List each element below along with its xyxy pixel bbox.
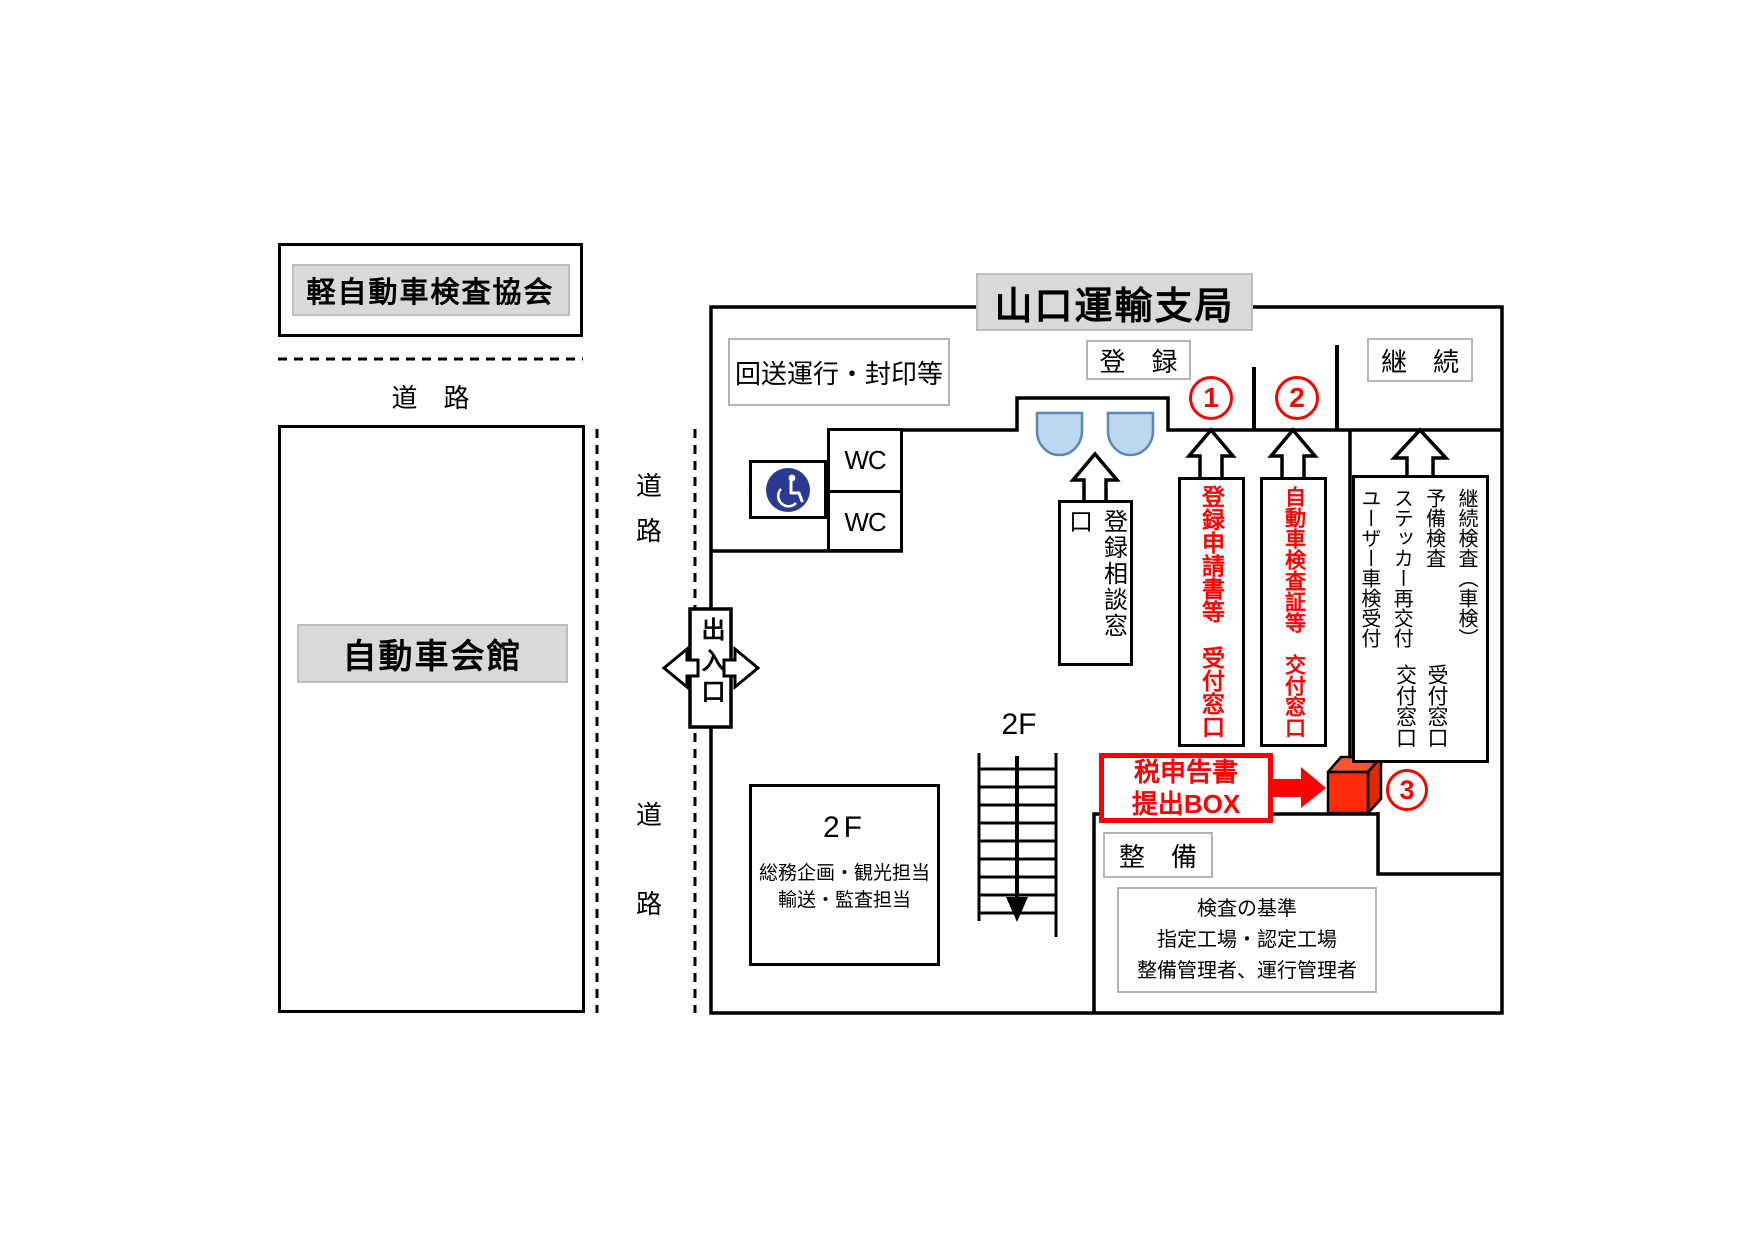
accessible-toilet-room — [749, 460, 827, 519]
office-2f-departments: 総務企画・観光担当 輸送・監査担当 — [758, 863, 930, 911]
office-2f-floor-label: 2F — [822, 811, 866, 844]
wheelchair-icon — [766, 467, 810, 512]
up-arrow-icon — [1069, 451, 1121, 504]
road-label-horizontal: 道 路 — [391, 383, 470, 413]
stairs-floor-label: 2F — [1001, 708, 1037, 741]
up-arrow-icon — [1267, 427, 1319, 481]
road-label-vertical: 道 — [635, 471, 662, 501]
kaikan-building: 自動車会館 — [278, 425, 585, 1013]
window3-counters: 受付窓口 交付窓口 — [1393, 664, 1449, 748]
circled-number-1: 1 — [1189, 376, 1233, 420]
window1-label: 登録申請書等 受付窓口 — [1198, 485, 1225, 738]
kensa-info-box: 検査の基準 指定工場・認定工場 整備管理者、運行管理者 — [1117, 887, 1377, 993]
window1-box: 登録申請書等 受付窓口 — [1178, 477, 1245, 747]
up-arrow-icon — [1389, 427, 1451, 479]
maintenance-area-wall — [1092, 812, 1378, 1013]
stairs — [977, 753, 1058, 937]
step-wall — [1376, 812, 1502, 876]
touroku-section-label: 登 録 — [1086, 340, 1191, 380]
kaikan-label: 自動車会館 — [297, 624, 568, 683]
red-arrow-icon — [1272, 767, 1326, 808]
left-arrow-icon — [661, 645, 700, 691]
window3-services: 継続検査（車検） 予備検査 ステッカー再交付 ユーザー車検受付 — [1357, 488, 1477, 648]
road-label-vertical: 道 — [635, 800, 662, 830]
road-label-vertical: 路 — [635, 516, 662, 546]
circled-number-2: 2 — [1275, 376, 1319, 420]
soudan-window-label: 登録相談窓口 — [1064, 509, 1127, 639]
building-title: 山口運輸支局 — [976, 273, 1253, 331]
office-2f-box: 2F 総務企画・観光担当 輸送・監査担当 — [749, 784, 940, 966]
stool-icon — [1035, 411, 1084, 457]
building-outline-wall — [709, 305, 1504, 1015]
entrance-label-box: 出入口 — [690, 609, 731, 727]
tax-box-3d-icon — [1326, 755, 1383, 815]
wc-block: WC WC — [827, 428, 903, 552]
circled-number-3: 3 — [1386, 769, 1428, 811]
window3-box: 継続検査（車検） 予備検査 ステッカー再交付 ユーザー車検受付 受付窓口 交付窓… — [1352, 475, 1489, 763]
down-arrow-icon — [1006, 897, 1028, 922]
soudan-window-box: 登録相談窓口 — [1058, 500, 1133, 666]
kaiso-counter-label: 回送運行・封印等 — [728, 338, 950, 406]
stool-icon — [1106, 411, 1155, 457]
seibi-section-label: 整 備 — [1103, 832, 1213, 878]
right-arrow-icon — [722, 645, 761, 691]
entrance-label: 出入口 — [697, 617, 724, 710]
kei-kyokai-building: 軽自動車検査協会 — [278, 243, 583, 337]
wc-room: WC — [830, 431, 900, 493]
window2-box: 自動車検査証等 交付窓口 — [1260, 477, 1327, 747]
counter-wall — [903, 396, 1502, 432]
up-arrow-icon — [1185, 427, 1237, 481]
keizoku-section-label: 継 続 — [1367, 338, 1473, 382]
road-label-vertical: 路 — [635, 889, 662, 919]
wc-room: WC — [844, 507, 886, 537]
kei-kyokai-label: 軽自動車検査協会 — [291, 264, 570, 316]
window2-label: 自動車検査証等 交付窓口 — [1282, 486, 1306, 738]
tax-box-label: 税申告書 提出BOX — [1099, 753, 1273, 823]
